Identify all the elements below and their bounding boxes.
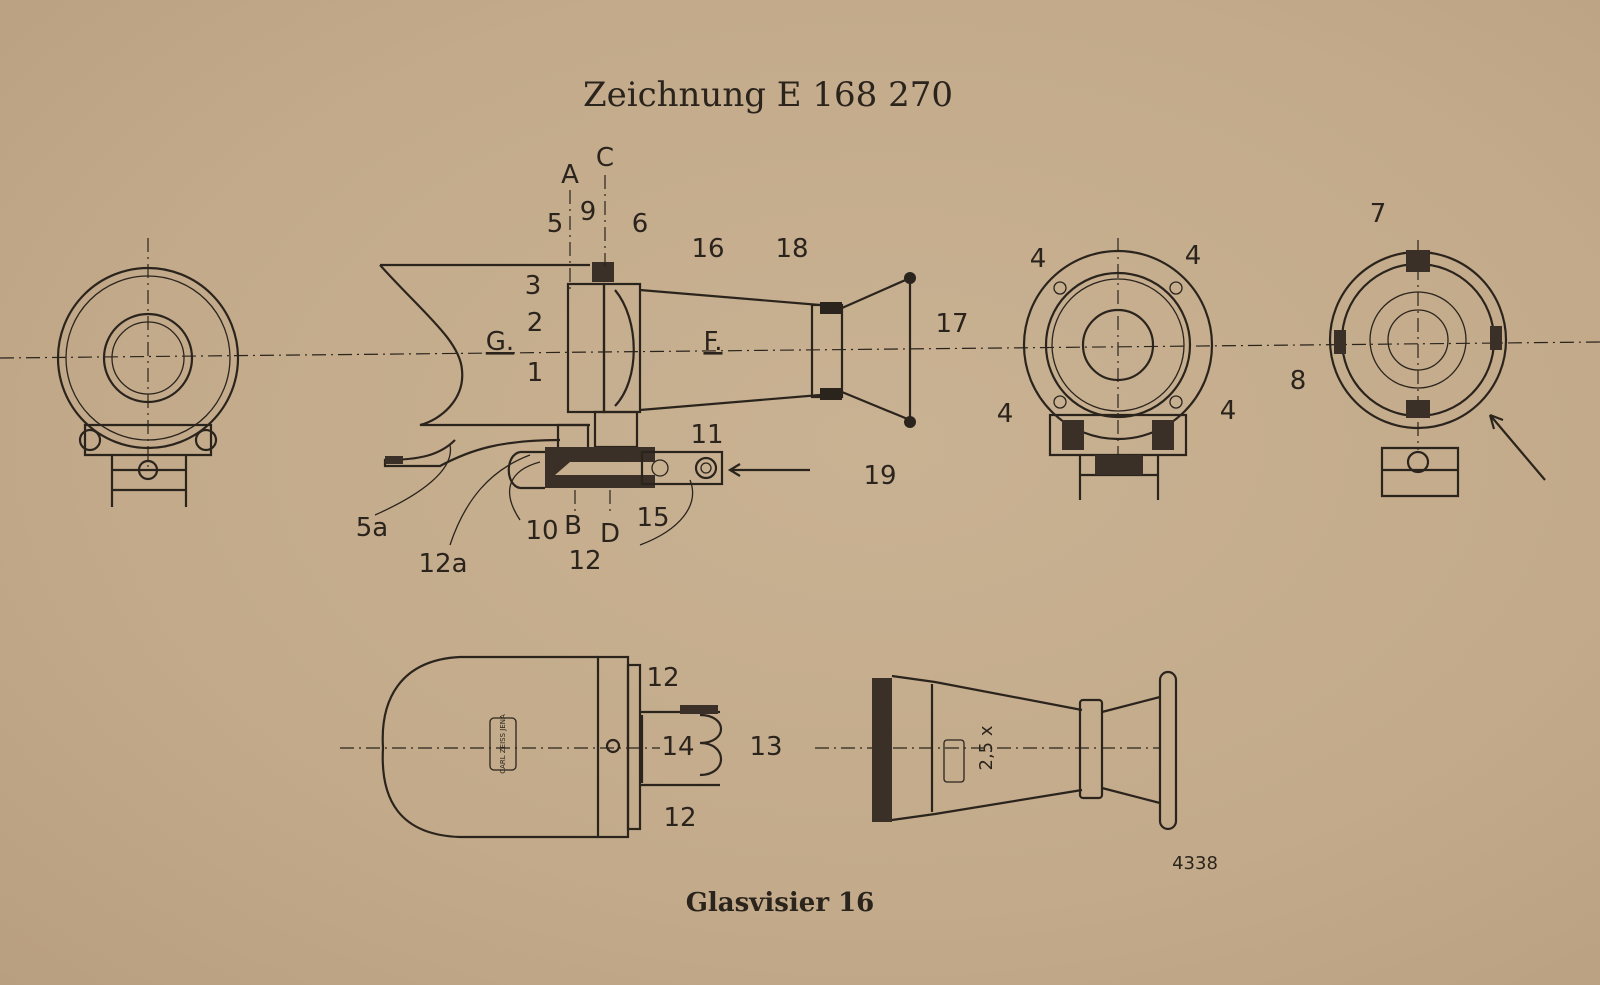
label-10: 10 [525, 516, 558, 546]
label-16: 16 [691, 234, 724, 264]
label-15: 15 [636, 503, 669, 533]
label-D: D [600, 519, 620, 549]
label-G: G. [486, 327, 514, 357]
side-section-view [374, 175, 916, 546]
optical-axis [0, 341, 1600, 359]
label-C: C [596, 143, 614, 173]
label-3: 3 [525, 271, 542, 301]
drawing-title: Zeichnung E 168 270 [583, 75, 953, 115]
label-B: B [564, 511, 582, 541]
rear-end-view-mount [1328, 240, 1546, 498]
label-5a: 5a [356, 513, 388, 543]
label-F: F. [703, 327, 722, 357]
label-12: 12 [568, 546, 601, 576]
label-12: 12 [663, 803, 696, 833]
label-5: 5 [547, 209, 564, 239]
label-17: 17 [935, 309, 968, 339]
top-view-eyepiece: 2,5 x [815, 670, 1178, 831]
label-4: 4 [1030, 244, 1047, 274]
label-12a: 12a [418, 549, 467, 579]
label-4: 4 [997, 399, 1014, 429]
labels: A C 5 9 6 16 18 3 2 G. F. 1 17 11 19 5a … [356, 143, 1387, 833]
label-14: 14 [661, 732, 694, 762]
label-12: 12 [646, 663, 679, 693]
label-4: 4 [1220, 396, 1237, 426]
label-A: A [561, 160, 579, 190]
label-19: 19 [863, 461, 896, 491]
front-end-view [56, 238, 240, 507]
label-7: 7 [1370, 199, 1387, 229]
label-9: 9 [580, 197, 597, 227]
drawing-number: 4338 [1172, 853, 1218, 874]
label-11: 11 [690, 420, 723, 450]
label-6: 6 [632, 209, 649, 239]
rear-end-view [1022, 238, 1214, 500]
top-view-body: CARL ZEISS JENA [340, 655, 723, 839]
label-13: 13 [749, 732, 782, 762]
label-1: 1 [527, 358, 544, 388]
logo-mark: CARL ZEISS JENA [499, 714, 507, 774]
label-8: 8 [1290, 366, 1307, 396]
drawing-caption: Glasvisier 16 [686, 888, 875, 918]
lens-marking: 2,5 x [976, 725, 997, 770]
label-2: 2 [527, 308, 544, 338]
label-4: 4 [1185, 241, 1202, 271]
label-18: 18 [775, 234, 808, 264]
